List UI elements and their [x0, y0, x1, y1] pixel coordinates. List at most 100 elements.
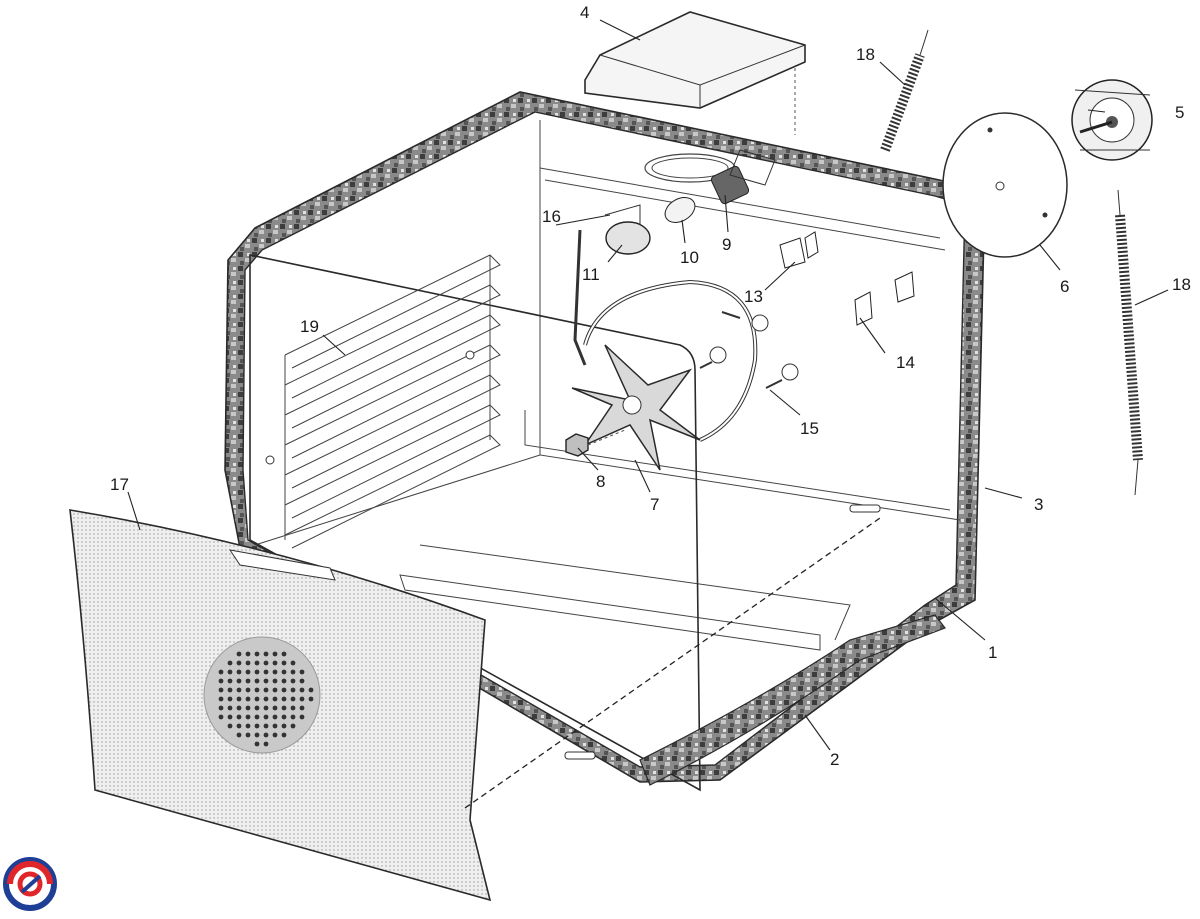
grille-hole — [227, 705, 233, 711]
grille-hole — [281, 678, 287, 684]
callout-17: 17 — [110, 475, 129, 494]
grille-hole — [263, 732, 269, 738]
grille-hole — [272, 714, 278, 720]
fan-motor — [1071, 79, 1153, 161]
grille-hole — [254, 732, 260, 738]
grille-hole — [272, 732, 278, 738]
grille-hole — [272, 687, 278, 693]
grille-hole — [245, 660, 251, 666]
fan-nut — [565, 429, 626, 457]
grille-hole — [236, 651, 242, 657]
grille-hole — [245, 696, 251, 702]
grille-hole — [263, 660, 269, 666]
grille-hole — [281, 723, 287, 729]
callout-13: 13 — [744, 287, 763, 306]
grille-hole — [299, 669, 305, 675]
grille-hole — [281, 651, 287, 657]
element-brackets — [779, 231, 915, 326]
grille-hole — [254, 723, 260, 729]
door-hinge-spring-top — [880, 29, 929, 152]
callout-16: 16 — [542, 207, 561, 226]
grille-hole — [245, 669, 251, 675]
leader-lines — [127, 19, 1169, 751]
callout-18-side: 18 — [1172, 275, 1191, 294]
callout-7: 7 — [650, 495, 659, 514]
grille-hole — [218, 714, 224, 720]
grille-hole — [236, 696, 242, 702]
callout-5: 5 — [1175, 103, 1184, 122]
grille-hole — [254, 678, 260, 684]
grille-hole — [245, 714, 251, 720]
grille-hole — [245, 732, 251, 738]
grille-hole — [263, 651, 269, 657]
top-insulation-cover — [584, 11, 806, 135]
brand-logo — [3, 857, 57, 911]
grille-hole — [236, 723, 242, 729]
grille-hole — [272, 651, 278, 657]
grille-hole — [227, 687, 233, 693]
bottom-seal-strip — [639, 614, 946, 786]
grille-hole — [254, 696, 260, 702]
grille-hole — [263, 687, 269, 693]
fan-grille-holes — [218, 651, 314, 747]
grille-hole — [281, 714, 287, 720]
grille-hole — [299, 705, 305, 711]
grille-hole — [236, 687, 242, 693]
lamp-glass-cover — [604, 204, 651, 255]
grille-hole — [245, 723, 251, 729]
grille-hole — [254, 651, 260, 657]
grille-hole — [254, 687, 260, 693]
grille-hole — [227, 723, 233, 729]
grille-hole — [290, 687, 296, 693]
grille-hole — [299, 687, 305, 693]
grille-hole — [272, 705, 278, 711]
callout-10: 10 — [680, 248, 699, 267]
grille-hole — [218, 678, 224, 684]
grille-hole — [254, 669, 260, 675]
grille-hole — [236, 714, 242, 720]
door-hinge-spring-side — [1115, 189, 1143, 496]
shelf-runners — [265, 254, 501, 549]
callout-14: 14 — [896, 353, 915, 372]
grille-hole — [236, 669, 242, 675]
grille-hole — [281, 669, 287, 675]
grille-hole — [290, 678, 296, 684]
callout-4: 4 — [580, 3, 589, 22]
grille-hole — [272, 696, 278, 702]
circular-heating-element — [573, 229, 758, 442]
grille-hole — [263, 723, 269, 729]
grille-hole — [263, 714, 269, 720]
callout-1: 1 — [988, 643, 997, 662]
grille-hole — [299, 696, 305, 702]
grille-hole — [272, 660, 278, 666]
grille-hole — [218, 705, 224, 711]
grille-hole — [218, 669, 224, 675]
grille-hole — [290, 696, 296, 702]
callout-11: 11 — [582, 265, 600, 284]
callout-15: 15 — [800, 419, 819, 438]
assembly-guide-line — [464, 517, 881, 809]
grille-hole — [263, 669, 269, 675]
grille-hole — [290, 705, 296, 711]
grille-hole — [281, 687, 287, 693]
grille-hole — [299, 714, 305, 720]
grille-hole — [254, 705, 260, 711]
grille-hole — [281, 732, 287, 738]
lamp-bulb — [664, 197, 696, 223]
grille-hole — [281, 705, 287, 711]
grille-hole — [290, 669, 296, 675]
grille-hole — [227, 678, 233, 684]
grille-hole — [290, 714, 296, 720]
grille-hole — [308, 687, 314, 693]
callout-3: 3 — [1034, 495, 1043, 514]
grille-hole — [227, 714, 233, 720]
grille-hole — [272, 678, 278, 684]
fixing-screws — [699, 311, 799, 389]
grille-hole — [245, 678, 251, 684]
grille-hole — [236, 705, 242, 711]
callout-19: 19 — [300, 317, 319, 336]
grille-hole — [236, 678, 242, 684]
grille-hole — [263, 696, 269, 702]
grille-hole — [245, 705, 251, 711]
